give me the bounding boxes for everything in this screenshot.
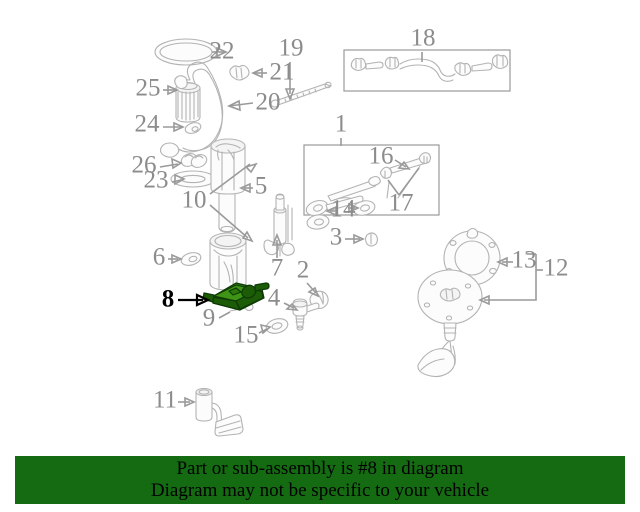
part-10-lower-cylinder xyxy=(209,232,247,291)
part-22-seal xyxy=(154,38,218,66)
callout-15: 15 xyxy=(234,322,259,349)
part-11-canister-hose xyxy=(195,387,244,437)
callout-labels: 22 19 18 21 25 20 24 1 26 16 23 5 10 14 … xyxy=(132,25,569,414)
callout-2: 2 xyxy=(297,257,310,284)
callout-16: 16 xyxy=(369,143,394,170)
callout-17: 17 xyxy=(389,190,414,217)
part-19-rod xyxy=(270,81,332,108)
banner-line-2: Diagram may not be specific to your vehi… xyxy=(150,480,490,501)
callout-23: 23 xyxy=(144,167,169,194)
callout-24: 24 xyxy=(135,111,161,138)
callout-22: 22 xyxy=(210,38,235,65)
callout-9: 9 xyxy=(203,305,216,332)
part-3-plug xyxy=(364,232,379,247)
callout-7: 7 xyxy=(271,255,284,282)
callout-1: 1 xyxy=(335,111,348,138)
callout-14: 14 xyxy=(331,196,357,223)
callout-12: 12 xyxy=(544,255,569,282)
callout-18: 18 xyxy=(411,25,436,52)
part-24-grommet xyxy=(184,122,202,134)
part-4-regulator xyxy=(292,298,320,331)
leader-lines xyxy=(159,46,543,408)
callout-26: 26 xyxy=(132,152,157,179)
callout-10: 10 xyxy=(182,187,207,214)
part-8-highlighted-assembly xyxy=(202,282,270,311)
info-banner: Part or sub-assembly is #8 in diagram Di… xyxy=(15,456,625,504)
part-23-ring-seal xyxy=(170,170,216,188)
callout-25: 25 xyxy=(136,75,161,102)
callout-5: 5 xyxy=(255,173,268,200)
part-21-clip xyxy=(229,64,250,81)
callout-13: 13 xyxy=(512,247,537,274)
callout-3: 3 xyxy=(330,224,343,251)
part-6-grommet xyxy=(180,252,202,266)
callout-6: 6 xyxy=(153,244,166,271)
banner-line-1: Part or sub-assembly is #8 in diagram xyxy=(176,458,464,479)
part-26-grommets xyxy=(180,153,208,168)
part-7-pump-column xyxy=(263,193,295,257)
group-1-box xyxy=(303,144,440,230)
part-20-hose xyxy=(159,61,224,158)
callout-8: 8 xyxy=(162,286,175,313)
callout-4: 4 xyxy=(268,285,281,312)
callout-21: 21 xyxy=(270,59,295,86)
part-12-pump-module xyxy=(417,269,483,378)
callout-20: 20 xyxy=(256,89,281,116)
callout-19: 19 xyxy=(279,35,304,62)
part-10-upper-cylinder xyxy=(210,138,246,195)
parts-diagram: 22 19 18 21 25 20 24 1 26 16 23 5 10 14 … xyxy=(132,25,569,437)
callout-11: 11 xyxy=(153,387,177,414)
group-18-box xyxy=(343,49,511,92)
